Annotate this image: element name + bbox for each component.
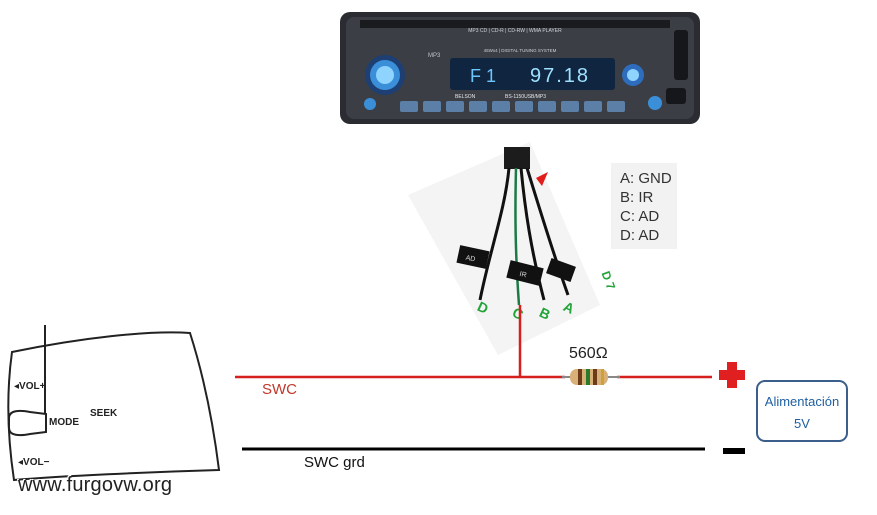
swc-label: SWC xyxy=(262,381,297,398)
car-radio: MP3 CD | CD-R | CD-RW | WMA PLAYER 45Wx4… xyxy=(340,12,700,124)
pin-legend-c: C: AD xyxy=(620,208,660,225)
swc-wire xyxy=(235,305,712,379)
vol-up-label: ◂VOL+ xyxy=(14,381,46,392)
mode-knob xyxy=(8,409,47,437)
swc-grd-label: SWC grd xyxy=(304,454,365,471)
tag-ad-text: AD xyxy=(465,255,476,264)
preset-buttons xyxy=(364,96,662,112)
mp3-badge: MP3 xyxy=(428,53,441,59)
resistor xyxy=(562,369,620,385)
mode-label: MODE xyxy=(49,417,79,428)
pin-legend-a: A: GND xyxy=(620,170,672,187)
seek-label: SEEK xyxy=(90,408,118,419)
power-supply-box: Alimentación 5V xyxy=(756,380,848,442)
connector-plug xyxy=(504,147,530,169)
pin-legend-d: D: AD xyxy=(620,227,660,244)
radio-brand: BELSON xyxy=(455,94,476,100)
vol-down-label: ◂VOL− xyxy=(18,457,50,468)
connector-photo: AD IR D C B A D 7 xyxy=(408,142,618,355)
wire-a xyxy=(525,167,570,296)
watermark: www.furgovw.org xyxy=(18,474,173,496)
resistor-label: 560Ω xyxy=(569,345,608,362)
radio-mid-text: 45Wx4 | DIGITAL TUNING SYSTEM xyxy=(484,48,557,53)
steering-control: ◂VOL+ MODE SEEK ◂VOL− xyxy=(7,325,221,482)
lcd-display xyxy=(450,58,615,90)
power-line1: Alimentación xyxy=(764,394,840,409)
display-value: 97.18 xyxy=(530,65,590,87)
minus-sign xyxy=(723,448,745,454)
pin-legend: A: GND B: IR C: AD D: AD xyxy=(611,163,677,249)
radio-top-text: MP3 CD | CD-R | CD-RW | WMA PLAYER xyxy=(468,28,562,34)
wire-c xyxy=(514,167,521,306)
wire-b xyxy=(519,167,546,301)
pin-legend-b: B: IR xyxy=(620,189,654,206)
tag-ad xyxy=(456,245,490,269)
power-line2: 5V xyxy=(794,416,810,431)
tag-ir-text: IR xyxy=(519,271,527,279)
display-left: F 1 xyxy=(470,66,496,86)
tag-ir xyxy=(506,260,544,286)
radio-model: BS-1150USB/MP3 xyxy=(505,94,546,100)
plus-sign xyxy=(719,362,745,388)
red-marker xyxy=(536,172,548,186)
corner-label: D 7 xyxy=(599,269,619,292)
wire-d xyxy=(478,167,511,301)
